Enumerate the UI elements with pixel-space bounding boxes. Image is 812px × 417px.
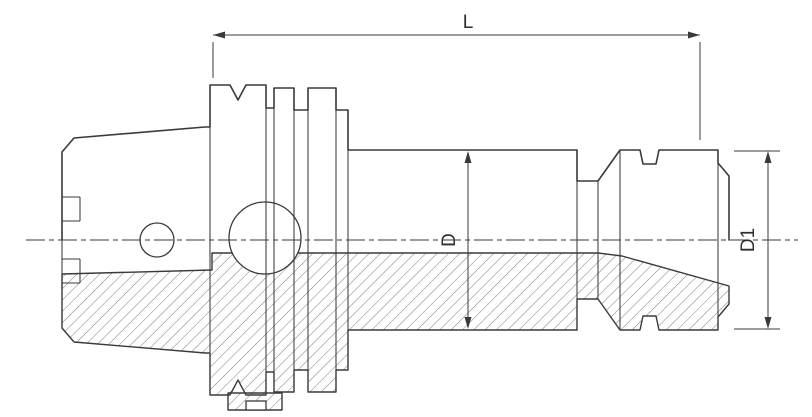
arrowhead-up-icon (764, 151, 772, 163)
flange-key-notch (245, 400, 267, 411)
tool-holder-outline-top (61, 84, 730, 241)
arrowhead-down-icon (464, 317, 472, 329)
arrowhead-left-icon (213, 31, 225, 39)
nut-diameter-label: D1 (738, 228, 759, 252)
arrowhead-up-icon (464, 151, 472, 163)
dimension-L-lines (212, 34, 701, 140)
dimension-D: D (439, 151, 472, 329)
drive-slot-circle (228, 201, 302, 275)
arrowhead-down-icon (764, 317, 772, 329)
dimension-D1-lines (734, 150, 780, 330)
dimension-D1: D1 (734, 150, 780, 330)
dimension-L: L (212, 12, 701, 140)
section-hatch-group (61, 252, 730, 411)
length-dimension-label: L (463, 12, 474, 33)
body-diameter-label: D (439, 233, 460, 247)
arrowhead-right-icon (688, 31, 700, 39)
